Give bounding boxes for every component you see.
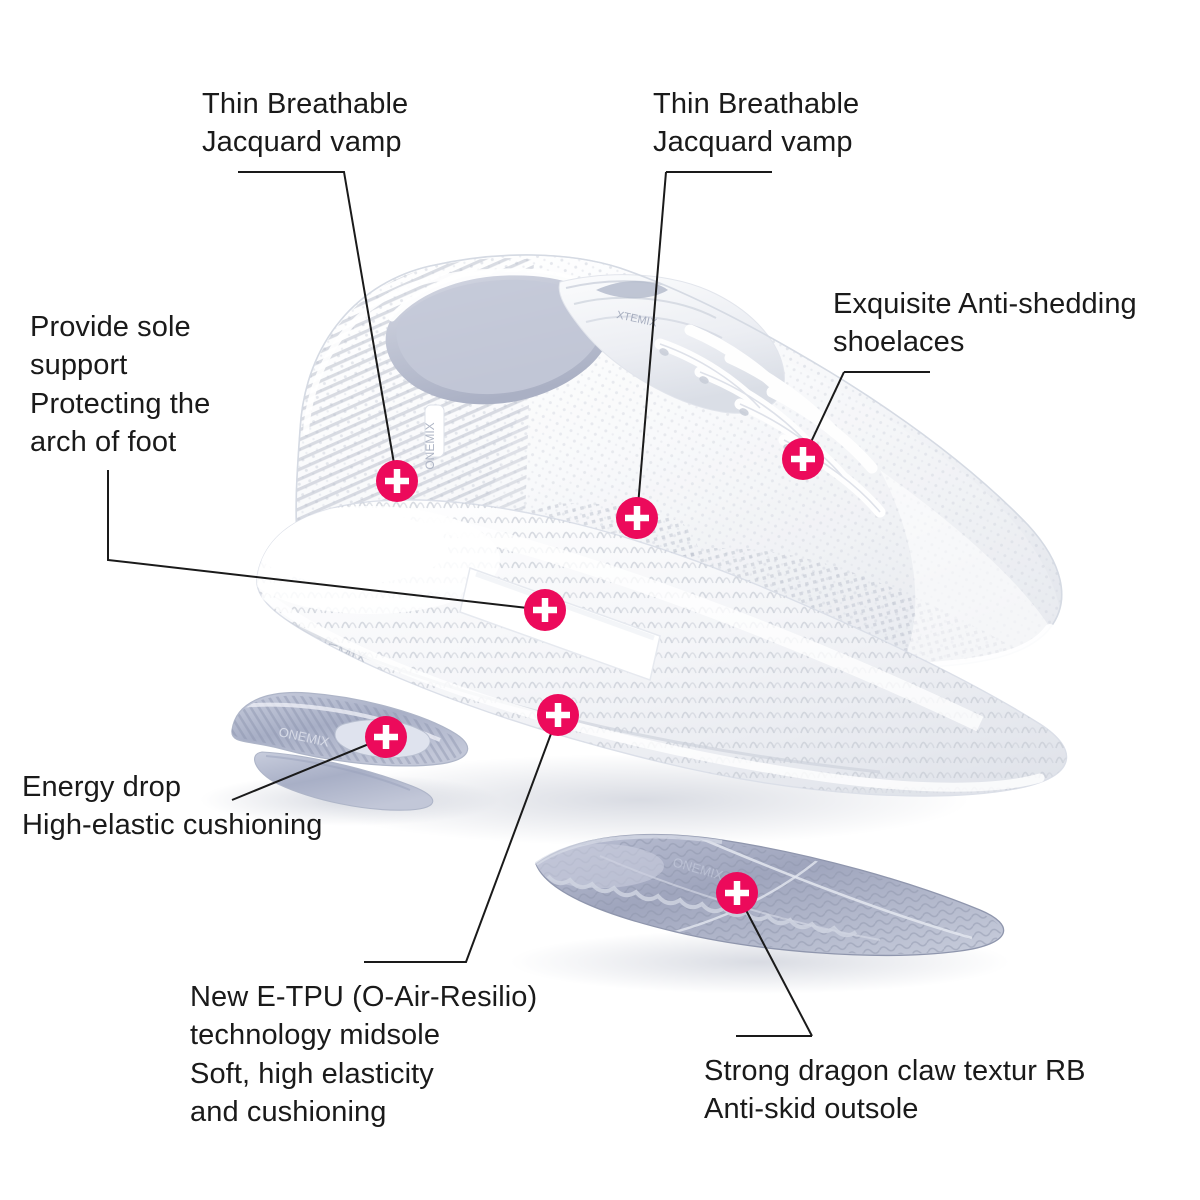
marker-shoelaces[interactable] — [782, 438, 824, 480]
brand-swoosh-icon — [596, 281, 668, 299]
leader-line-energy-drop — [231, 736, 387, 801]
callout-sole-support-text: Provide sole support Protecting the arch… — [30, 311, 211, 458]
leader-line-vamp-left — [238, 171, 398, 482]
callout-midsole-text: New E-TPU (O-Air-Resilio) technology mid… — [190, 981, 538, 1128]
marker-sole-support[interactable] — [524, 589, 566, 631]
callout-vamp-left-text: Thin Breathable Jacquard vamp — [202, 88, 409, 159]
callout-markers — [365, 438, 824, 914]
marker-midsole[interactable] — [537, 694, 579, 736]
leader-lines — [107, 171, 930, 1037]
marker-vamp-right[interactable] — [616, 497, 658, 539]
leader-line-sole-support — [107, 470, 546, 611]
callout-energy-drop-text: Energy drop High-elastic cushioning — [22, 771, 323, 842]
marker-outsole[interactable] — [716, 872, 758, 914]
outsole-tread-edge — [546, 874, 858, 938]
callout-outsole-text: Strong dragon claw textur RB Anti-skid o… — [704, 1055, 1086, 1126]
heel-tag-text: ONEMIX — [423, 422, 437, 469]
marker-energy-drop[interactable] — [365, 716, 407, 758]
callout-vamp-right-text: Thin Breathable Jacquard vamp — [653, 88, 860, 159]
marker-vamp-left[interactable] — [376, 460, 418, 502]
leader-line-midsole — [364, 714, 559, 963]
callout-shoelaces-text: Exquisite Anti-shedding shoelaces — [833, 288, 1137, 359]
leader-line-vamp-right-b — [636, 171, 667, 519]
heel-logo-tag — [424, 404, 445, 458]
leader-line-outsole-b — [736, 892, 813, 1037]
